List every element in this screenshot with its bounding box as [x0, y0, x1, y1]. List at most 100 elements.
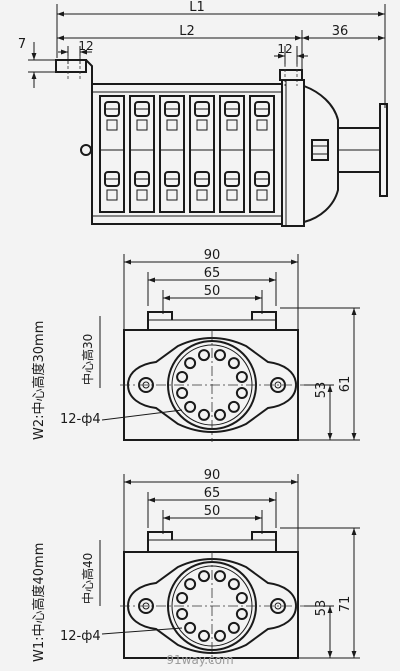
mid-center-height: 中心高30 [80, 334, 95, 385]
detent-housing [281, 79, 305, 227]
terminal-hole [214, 408, 226, 421]
terminal-hole [198, 349, 210, 362]
deck-body [129, 95, 155, 213]
terminal-hole [214, 570, 226, 583]
mid-view: W2:中心高度30mm 中心高30 90 65 50 [31, 248, 360, 442]
terminal-hole [184, 578, 197, 591]
dim-7-label: 7 [18, 37, 26, 52]
terminal-screw [104, 101, 120, 117]
dim-36-label: 36 [332, 24, 349, 39]
mid-mount-hole-right-inner [274, 381, 282, 389]
mid-bracket-left [147, 311, 173, 330]
bottom-holes-label: 12-ф4 [60, 629, 101, 644]
mid-holes-leader [101, 409, 183, 421]
contact-deck [159, 95, 185, 213]
mid-65-label: 65 [204, 266, 221, 281]
terminal-hole [198, 408, 210, 421]
terminal-screw [254, 171, 270, 187]
contact-deck [249, 95, 275, 213]
deck-body [189, 95, 215, 213]
dim-12-right-label: 12 [277, 42, 292, 56]
mid-side-label: W2:中心高度30mm [31, 321, 47, 440]
handle-plate [379, 103, 388, 197]
contact-decks [99, 95, 275, 213]
mid-holes-label: 12-ф4 [60, 412, 101, 427]
terminal-screw [104, 171, 120, 187]
terminal-screw [254, 101, 270, 117]
terminal-clip [166, 189, 178, 201]
terminal-hole [198, 570, 210, 583]
left-bracket-flange [55, 59, 87, 73]
mid-terminal-holes [176, 349, 248, 421]
mid-90-label: 90 [204, 248, 221, 263]
bottom-bracket-right [251, 531, 277, 552]
bottom-71-label: 71 [338, 596, 353, 613]
deck-body [219, 95, 245, 213]
bottom-holes-leader [101, 627, 183, 635]
terminal-hole [235, 371, 248, 383]
l2-label: L2 [179, 24, 195, 39]
terminal-screw [134, 171, 150, 187]
l1-label: L1 [189, 0, 205, 15]
terminal-clip [196, 189, 208, 201]
terminal-hole [227, 621, 240, 634]
deck-body [99, 95, 125, 213]
terminal-clip [256, 189, 268, 201]
mid-61-label: 61 [338, 376, 353, 393]
terminal-hole [176, 592, 189, 604]
bottom-terminal-holes [176, 570, 248, 642]
switch-frame [91, 83, 283, 225]
terminal-hole [184, 621, 197, 634]
terminal-screw [194, 101, 210, 117]
bottom-bracket-left [147, 531, 173, 552]
terminal-hole [227, 400, 240, 413]
terminal-hole [184, 357, 197, 370]
bottom-body [123, 551, 299, 659]
bottom-view: W1:中心高度40mm 中心高40 90 65 50 53 [31, 468, 360, 662]
terminal-hole [235, 592, 248, 604]
left-knob [80, 144, 92, 156]
terminal-screw [194, 171, 210, 187]
mid-50-label: 50 [204, 284, 221, 299]
bottom-53-label: 53 [314, 600, 329, 617]
deck-body [159, 95, 185, 213]
terminal-hole [235, 387, 248, 399]
terminal-clip [256, 119, 268, 131]
bottom-50-label: 50 [204, 504, 221, 519]
top-view: L1 L2 36 7 12 12 [18, 0, 388, 227]
watermark: 91way.com [166, 653, 233, 667]
terminal-clip [226, 119, 238, 131]
contact-deck [219, 95, 245, 213]
terminal-hole [214, 629, 226, 642]
bottom-90-label: 90 [204, 468, 221, 483]
terminal-clip [226, 189, 238, 201]
terminal-screw [164, 171, 180, 187]
shaft-collar [311, 139, 329, 161]
terminal-clip [136, 119, 148, 131]
terminal-clip [136, 189, 148, 201]
terminal-screw [224, 171, 240, 187]
terminal-clip [196, 119, 208, 131]
terminal-hole [176, 387, 189, 399]
contact-deck [99, 95, 125, 213]
bottom-side-label: W1:中心高度40mm [31, 543, 47, 662]
terminal-hole [235, 608, 248, 620]
terminal-screw [224, 101, 240, 117]
terminal-hole [227, 578, 240, 591]
mid-53-label: 53 [314, 382, 329, 399]
terminal-hole [184, 400, 197, 413]
bottom-mount-hole-right-inner [274, 602, 282, 610]
terminal-screw [134, 101, 150, 117]
bottom-center-height: 中心高40 [80, 553, 95, 604]
contact-deck [129, 95, 155, 213]
terminal-hole [227, 357, 240, 370]
terminal-clip [106, 189, 118, 201]
bottom-65-label: 65 [204, 486, 221, 501]
deck-body [249, 95, 275, 213]
terminal-hole [176, 608, 189, 620]
terminal-clip [106, 119, 118, 131]
mid-bracket-right [251, 311, 277, 330]
terminal-hole [214, 349, 226, 362]
terminal-screw [164, 101, 180, 117]
